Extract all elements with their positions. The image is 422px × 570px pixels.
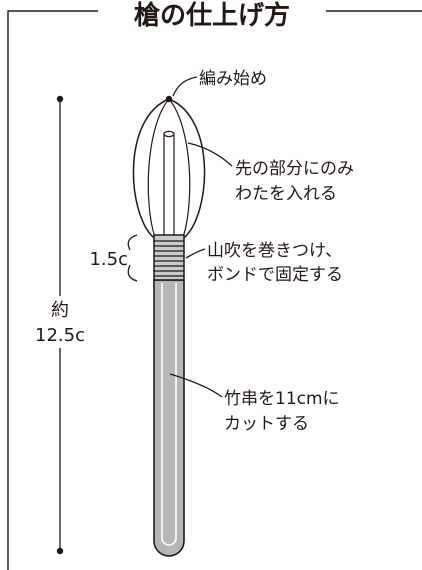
skewer-inner-highlight bbox=[161, 283, 177, 546]
callout-start-leader bbox=[172, 76, 198, 97]
frame-left-line bbox=[7, 10, 98, 570]
spear-head-strand-right bbox=[168, 98, 191, 238]
total-length-bottom-dot bbox=[56, 547, 64, 555]
callout-skewer-text-1: 竹串を11cmに bbox=[224, 389, 340, 409]
total-length-label-value: 12.5c bbox=[35, 325, 85, 346]
callout-wrap-leader bbox=[185, 248, 206, 259]
total-length-label-approx: 約 bbox=[51, 300, 69, 321]
callout-skewer-leader bbox=[169, 373, 223, 398]
wrapped-band bbox=[153, 234, 185, 281]
diagram-title: 槍の仕上げ方 bbox=[134, 0, 290, 31]
braid-start-dot bbox=[165, 95, 173, 103]
total-length-top-dot bbox=[56, 95, 64, 103]
callout-wrap-text-1: 山吹を巻きつけ、 bbox=[207, 241, 342, 261]
skewer-shaft bbox=[153, 279, 185, 557]
wrapped-band-lines bbox=[154, 240, 184, 277]
callout-cotton-text-1: 先の部分にのみ bbox=[235, 159, 354, 179]
callout-start-text: 編み始め bbox=[199, 69, 267, 89]
band-size-bracket bbox=[127, 234, 138, 282]
inner-skewer-tip-cap bbox=[163, 130, 175, 138]
inner-skewer-tip bbox=[163, 133, 175, 238]
callout-cotton-leader bbox=[187, 142, 233, 167]
total-length-label-bg bbox=[22, 296, 98, 348]
callout-wrap-text-2: ボンドで固定する bbox=[207, 265, 343, 285]
spear-head-strand-left bbox=[147, 98, 170, 238]
callout-skewer-text-2: カットする bbox=[224, 414, 309, 434]
band-size-label: 1.5c bbox=[89, 249, 128, 270]
callout-cotton-text-2: わたを入れる bbox=[235, 184, 337, 204]
